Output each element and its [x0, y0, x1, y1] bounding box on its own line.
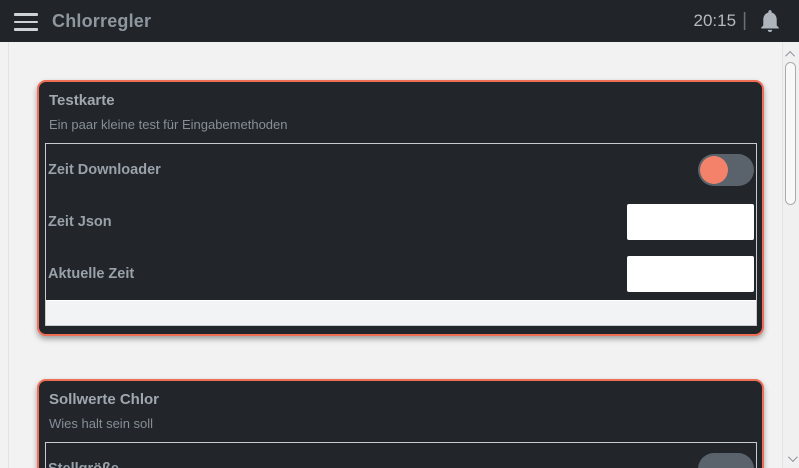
horizontal-scrollbar[interactable] — [46, 300, 756, 325]
content-left-edge — [8, 42, 9, 468]
entity-row-stellgroesse: Stellgröße — [46, 443, 756, 468]
card-testkarte: Testkarte Ein paar kleine test für Einga… — [37, 80, 764, 336]
scroll-down-arrow[interactable] — [783, 450, 799, 466]
vertical-scrollbar[interactable] — [782, 42, 799, 468]
menu-icon[interactable] — [14, 13, 38, 31]
card-entity-panel: Stellgröße — [45, 442, 757, 468]
app-title: Chlorregler — [52, 10, 152, 31]
clock-text: 20:15 — [693, 11, 737, 30]
scroll-up-arrow[interactable] — [783, 46, 799, 62]
toggle-knob — [700, 156, 728, 184]
entity-row-aktuelle-zeit: Aktuelle Zeit — [46, 248, 756, 300]
card-subtitle: Ein paar kleine test für Eingabemethoden — [49, 117, 288, 132]
bell-icon[interactable] — [757, 8, 783, 34]
card-title: Testkarte — [49, 92, 115, 109]
entity-row-zeit-json: Zeit Json — [46, 196, 756, 248]
entity-label: Stellgröße — [48, 461, 119, 468]
aktuelle-zeit-input[interactable] — [627, 256, 754, 292]
zeit-downloader-toggle[interactable] — [698, 154, 754, 186]
entity-row-zeit-downloader: Zeit Downloader — [46, 144, 756, 196]
header-right: 20:15 | — [694, 8, 789, 34]
entity-label: Zeit Downloader — [48, 162, 161, 178]
card-entity-panel: Zeit Downloader Zeit Json Aktuelle Zeit — [45, 143, 757, 326]
zeit-json-input[interactable] — [627, 204, 754, 240]
header-divider: | — [742, 10, 747, 31]
card-subtitle: Wies halt sein soll — [49, 416, 154, 431]
page-content: Testkarte Ein paar kleine test für Einga… — [0, 42, 782, 468]
stellgroesse-toggle[interactable] — [698, 453, 754, 468]
scrollbar-thumb[interactable] — [785, 62, 796, 205]
entity-label: Zeit Json — [48, 214, 112, 230]
card-sollwerte-chlor: Sollwerte Chlor Wies halt sein soll Stel… — [37, 379, 764, 468]
entity-label: Aktuelle Zeit — [48, 266, 135, 282]
app-header: Chlorregler 20:15 | — [0, 0, 799, 42]
card-title: Sollwerte Chlor — [49, 391, 160, 408]
